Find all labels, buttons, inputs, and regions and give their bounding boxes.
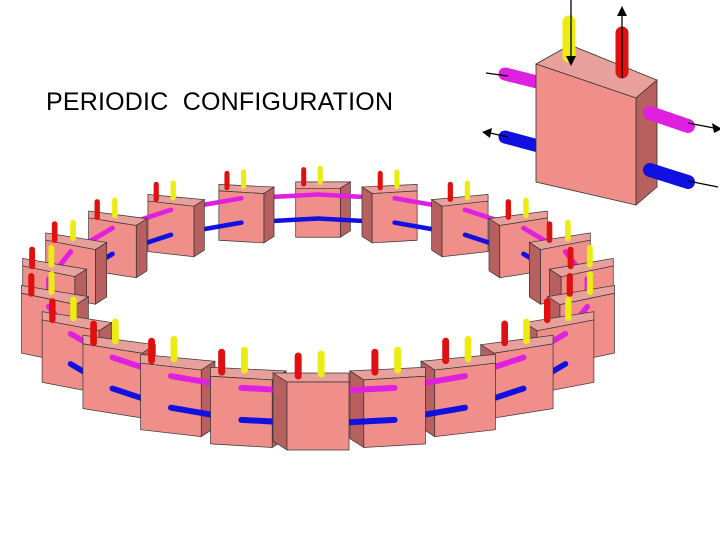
ring-cell-front-face: [371, 190, 418, 244]
ring-cell-side-face: [349, 370, 365, 449]
ring-cell-side-face: [339, 181, 351, 238]
ring-cell-side-face: [135, 217, 148, 279]
ring-cell-front-face: [286, 381, 350, 451]
ring-cell-front-face: [218, 190, 265, 244]
ring-cell-side-face: [528, 241, 541, 305]
ring-cell-front-face: [210, 375, 273, 448]
ring-cell-side-face: [193, 198, 205, 258]
unit-cell-front-face: [535, 63, 637, 206]
ring-cell-side-face: [263, 186, 275, 244]
up-arrow: [617, 6, 627, 78]
ring-cell-side-face: [272, 372, 288, 451]
ring-of-cells: [21, 165, 615, 451]
ring-cell-side-face: [488, 217, 501, 279]
right-arrow-magenta: [485, 72, 720, 133]
ring-cell-side-face: [361, 186, 373, 244]
ring-cell: [360, 169, 418, 244]
unit-cell-detail: [482, 0, 720, 206]
ring-cell-side-face: [431, 198, 443, 258]
left-arrow-blue: [482, 128, 719, 188]
ring-cell-front-face: [363, 375, 426, 448]
down-arrow: [566, 0, 576, 66]
magenta-rod-right: [643, 106, 695, 133]
unit-cell-side-face: [635, 79, 658, 206]
ring-cell: [147, 180, 206, 258]
ring-cell: [348, 346, 426, 449]
ring-cell: [295, 165, 352, 238]
blue-rod-right: [643, 163, 695, 189]
ring-cell: [140, 335, 216, 438]
slide-title: PERIODIC CONFIGURATION: [46, 88, 394, 116]
ring-cell: [218, 169, 276, 244]
ring-cell: [271, 350, 350, 451]
ring-cell-side-face: [95, 241, 108, 305]
ring-cell: [430, 180, 489, 258]
